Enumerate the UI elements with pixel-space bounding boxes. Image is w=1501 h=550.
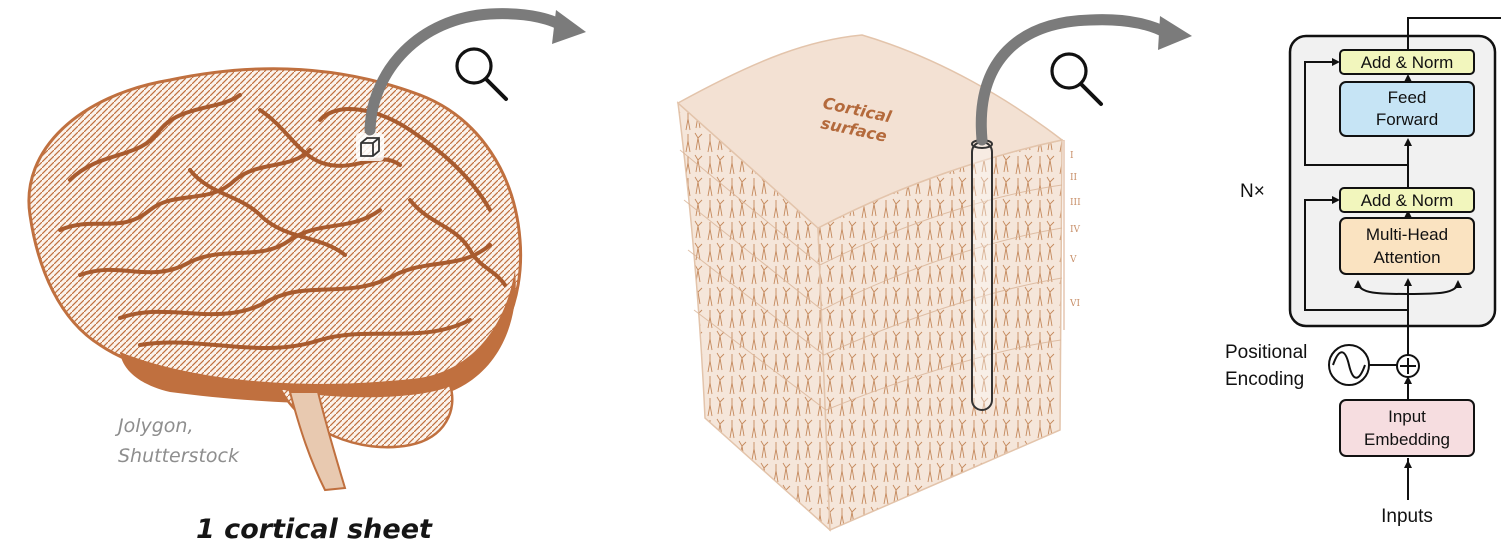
- layer-label-3: III: [1070, 198, 1081, 208]
- encoder-block: [1290, 36, 1495, 326]
- transformer-panel: Add & Norm Feed Forward Add & Norm Multi…: [1225, 18, 1501, 527]
- brain-illustration: [29, 69, 521, 490]
- embedding-label-line2: Embedding: [1364, 430, 1450, 449]
- layer-label-2: II: [1070, 173, 1078, 183]
- attention-label-line2: Attention: [1373, 248, 1440, 267]
- add-circle-icon: [1397, 355, 1419, 377]
- magnifier-icon: [1052, 54, 1101, 104]
- feed-forward-label-line1: Feed: [1388, 88, 1427, 107]
- cortical-column: [972, 140, 992, 410]
- inputs-label: Inputs: [1381, 506, 1433, 527]
- add-norm-bottom-label: Add & Norm: [1361, 191, 1454, 210]
- image-credit-line2: Shutterstock: [118, 445, 240, 467]
- layer-scale: I II III IV V VI: [1064, 140, 1081, 330]
- layer-label-1: I: [1070, 151, 1074, 161]
- layer-label-4: IV: [1070, 225, 1081, 235]
- zoom-arrow-2-head: [1158, 16, 1192, 50]
- layer-label-6: VI: [1069, 299, 1080, 309]
- brain-panel: Jolygon, Shutterstock 1 cortical sheet: [29, 10, 586, 545]
- embedding-label-line1: Input: [1388, 407, 1426, 426]
- magnifier-icon: [457, 49, 506, 99]
- cube-icon: [356, 133, 384, 161]
- add-norm-top-label: Add & Norm: [1361, 53, 1454, 72]
- sine-wave-icon: [1329, 345, 1369, 385]
- cortex-panel: Cortical surface I II III IV V VI: [678, 16, 1192, 530]
- positional-encoding-line2: Encoding: [1225, 369, 1304, 390]
- positional-encoding-line1: Positional: [1225, 342, 1307, 363]
- brain-caption: 1 cortical sheet: [196, 514, 433, 545]
- layer-label-5: V: [1069, 255, 1077, 265]
- zoom-arrow-head: [552, 10, 586, 44]
- image-credit-line1: Jolygon,: [114, 415, 194, 437]
- repeat-label: N×: [1240, 181, 1265, 202]
- feed-forward-label-line2: Forward: [1376, 110, 1438, 129]
- attention-label-line1: Multi-Head: [1366, 225, 1448, 244]
